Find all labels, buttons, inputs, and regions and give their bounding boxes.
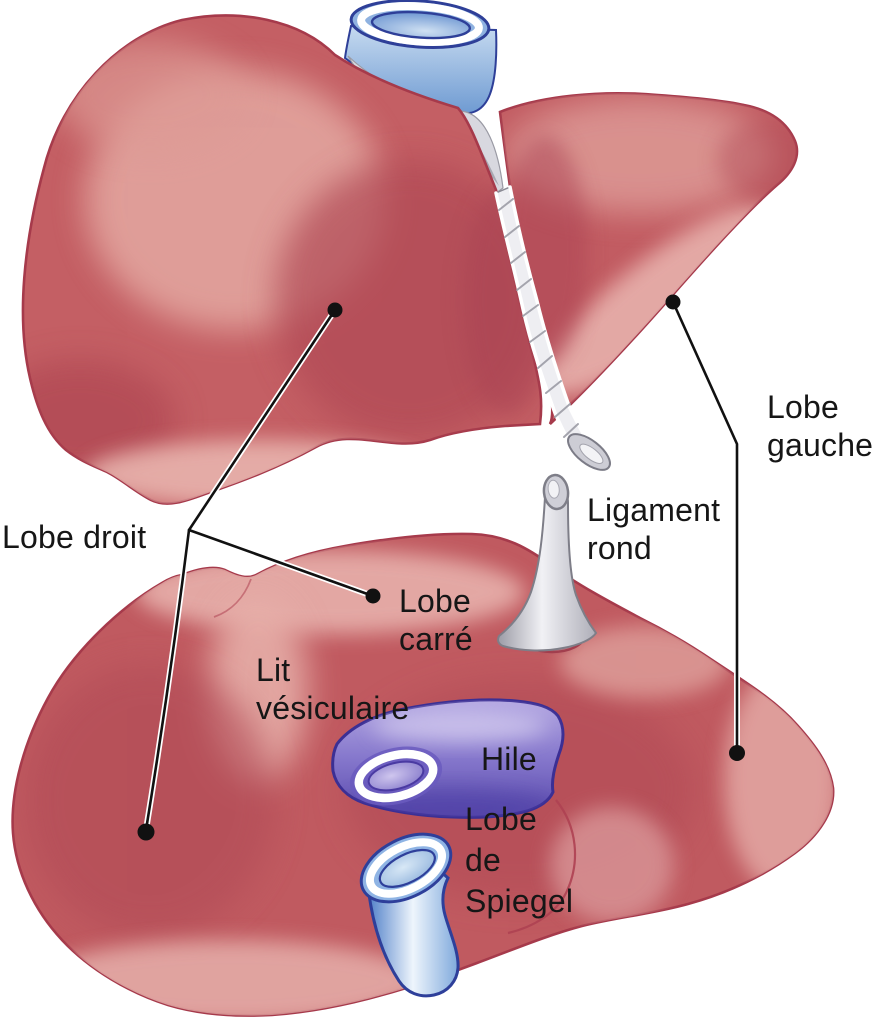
leader-lobe-gauche xyxy=(670,299,740,755)
spiegel-lobe-crease xyxy=(507,799,577,935)
superior-liver-view xyxy=(21,0,799,505)
portal-vein-opening xyxy=(349,746,443,806)
leader-dots xyxy=(137,294,745,841)
round-ligament-stump xyxy=(497,473,598,654)
notch-crease xyxy=(213,578,252,618)
label-lobe-gauche: Lobe gauche xyxy=(767,388,873,464)
label-line: Ligament xyxy=(587,492,721,528)
label-line: Lobe xyxy=(465,801,537,837)
vena-cava-inferior-segment xyxy=(359,832,460,998)
label-lobe-de-spiegel: Lobe de Spiegel xyxy=(465,799,573,922)
label-lobe-carre: Lobe carré xyxy=(399,582,473,658)
label-line: Hile xyxy=(481,741,537,777)
label-line: vésiculaire xyxy=(256,690,410,726)
ligament-hatching xyxy=(498,198,579,438)
spiegel-lobe-highlight xyxy=(550,807,674,923)
label-line: Lobe xyxy=(399,583,471,619)
label-lit-vesiculaire: Lit vésiculaire xyxy=(256,651,409,727)
label-line: carré xyxy=(399,621,473,657)
label-hile: Hile xyxy=(481,740,537,778)
label-line: gauche xyxy=(767,427,874,463)
label-line: Lobe droit xyxy=(2,519,147,555)
label-line: de xyxy=(465,842,501,878)
leader-lobe-droit xyxy=(143,307,376,833)
label-line: Spiegel xyxy=(465,883,574,919)
label-line: Lobe xyxy=(767,389,839,425)
leader-lines xyxy=(137,294,745,841)
vena-cava-superior-opening xyxy=(349,0,491,49)
hepatic-hilum-vessel xyxy=(331,698,565,819)
falciform-ligament-band xyxy=(494,185,611,471)
label-line: Lit xyxy=(256,652,291,688)
falciform-stump xyxy=(567,433,611,471)
vena-cava-inferior-opening xyxy=(359,832,453,904)
label-ligament-rond: Ligament rond xyxy=(587,491,720,567)
label-lobe-droit: Lobe droit xyxy=(2,518,146,556)
label-line: rond xyxy=(587,530,652,566)
